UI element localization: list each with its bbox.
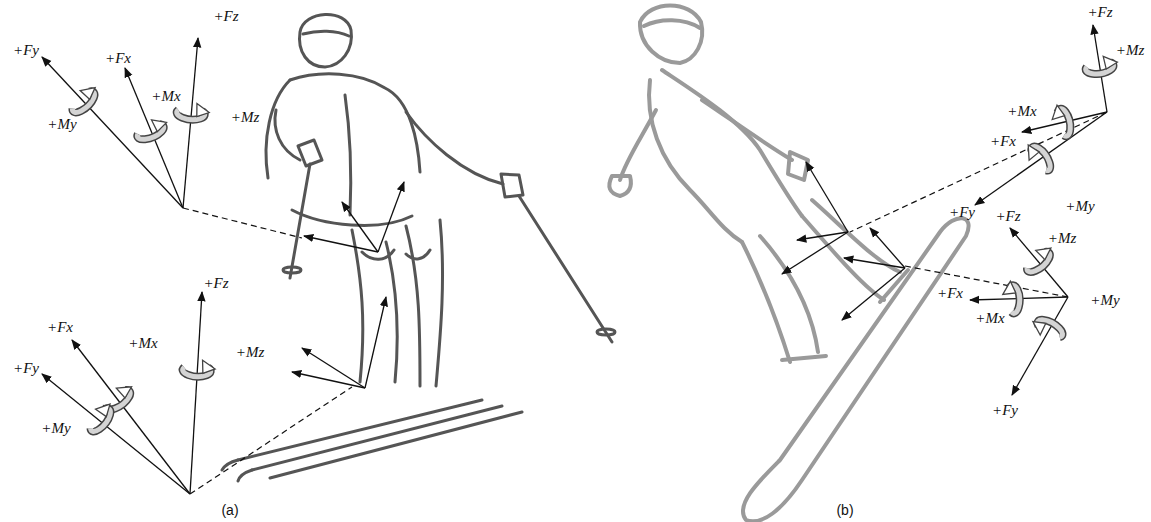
moment-arrow <box>176 102 210 121</box>
axis-arrow <box>72 340 190 494</box>
axis-label: +Fz <box>995 209 1020 224</box>
moment-curls <box>66 54 1119 434</box>
force-arrow <box>292 372 365 388</box>
moment-arrow <box>83 399 116 435</box>
snowboarder-right-arm <box>702 100 792 160</box>
snowboard <box>743 218 969 521</box>
skier-goggles <box>303 31 349 36</box>
axis-label: +Mz <box>1048 231 1076 246</box>
skier-shoulders <box>290 74 420 172</box>
load-arrows <box>292 162 905 388</box>
skier-jacket-zip <box>345 95 351 215</box>
force-arrow <box>342 202 378 252</box>
moment-arrow <box>1049 103 1072 138</box>
snowboarder-head <box>640 6 702 64</box>
force-arrow <box>844 258 905 268</box>
axis-arrow <box>42 374 190 494</box>
axis-label: +My <box>1090 293 1119 308</box>
panel-label: (b) <box>836 503 853 517</box>
skier-figure <box>222 14 615 481</box>
axis-label: +Mz <box>236 345 264 360</box>
skis <box>238 400 522 478</box>
snowboarder-front <box>649 80 742 242</box>
snowboarder-left-arm <box>620 110 656 180</box>
axis-label: +Fx <box>47 320 73 335</box>
axis-label: +Mx <box>1007 104 1036 119</box>
pole-basket <box>283 267 301 273</box>
moment-arrow <box>1084 54 1119 75</box>
force-arrow <box>302 348 365 388</box>
snowboarder-front-leg <box>742 236 818 362</box>
moment-arrow <box>134 115 170 142</box>
axis-arrow <box>125 68 183 208</box>
axis-label: +My <box>41 421 70 436</box>
frame-leaders <box>183 112 1107 494</box>
force-arrow <box>378 182 404 252</box>
axis-label: +Mx <box>128 336 157 351</box>
moment-arrow <box>1002 281 1020 314</box>
axis-label: +Fy <box>13 43 39 58</box>
axis-label: +Fx <box>990 134 1016 149</box>
axis-label: +Mz <box>1116 43 1144 58</box>
axis-arrow <box>42 57 183 208</box>
axis-label: +My <box>47 117 76 132</box>
axis-label: +Fz <box>1087 5 1112 20</box>
moment-arrow <box>1021 242 1056 275</box>
snowboarder-figure <box>609 6 968 522</box>
pole-basket <box>597 329 615 335</box>
dashed-leader <box>190 387 352 494</box>
snowboarder-back <box>662 70 802 216</box>
force-arrow <box>797 232 848 240</box>
axis-label: +Fz <box>203 276 228 291</box>
axis-arrow <box>190 292 202 494</box>
force-arrow <box>870 228 905 268</box>
axis-label: +Fy <box>13 361 39 376</box>
force-arrow <box>806 162 848 232</box>
dashed-leader <box>183 208 302 238</box>
skier-jacket-side <box>266 80 290 178</box>
skier-leg <box>406 226 420 386</box>
snowboarder-left-glove <box>609 176 631 196</box>
snowboarder-right-glove <box>788 152 808 180</box>
skier-leg <box>436 220 443 386</box>
frame-axes <box>42 25 1107 494</box>
moment-arrow <box>66 82 101 116</box>
axis-arrow <box>975 112 1107 205</box>
ski-pole <box>519 196 612 342</box>
skier-right-arm <box>406 112 503 184</box>
axis-label: +Fy <box>949 205 975 220</box>
panel-label: (a) <box>221 503 238 517</box>
axis-label: +Mx <box>975 311 1004 326</box>
force-arrow <box>842 268 905 320</box>
axis-label: +Mz <box>231 110 259 125</box>
skier-left-glove <box>298 140 322 166</box>
moment-arrow <box>1022 140 1054 176</box>
axis-label: +Fz <box>213 9 238 24</box>
force-arrow <box>304 236 378 252</box>
moment-arrow <box>1029 314 1065 344</box>
axis-label: +Mx <box>151 89 180 104</box>
axis-label: +Fx <box>937 286 963 301</box>
snowboarder-goggles <box>644 20 700 28</box>
ski-pole <box>290 164 310 278</box>
force-arrow <box>782 232 848 274</box>
skier-left-arm <box>275 110 300 160</box>
snowboarder-boots <box>782 270 908 360</box>
force-arrow <box>365 297 386 388</box>
axis-label: +Fx <box>105 51 131 66</box>
skier-jacket-hem <box>292 210 412 225</box>
axis-label: +Fy <box>992 403 1018 418</box>
skier-head <box>300 14 352 67</box>
axis-label: +My <box>1065 199 1094 214</box>
moment-arrow <box>182 359 215 377</box>
skier-right-glove <box>501 174 523 197</box>
skier-leg <box>386 242 397 382</box>
